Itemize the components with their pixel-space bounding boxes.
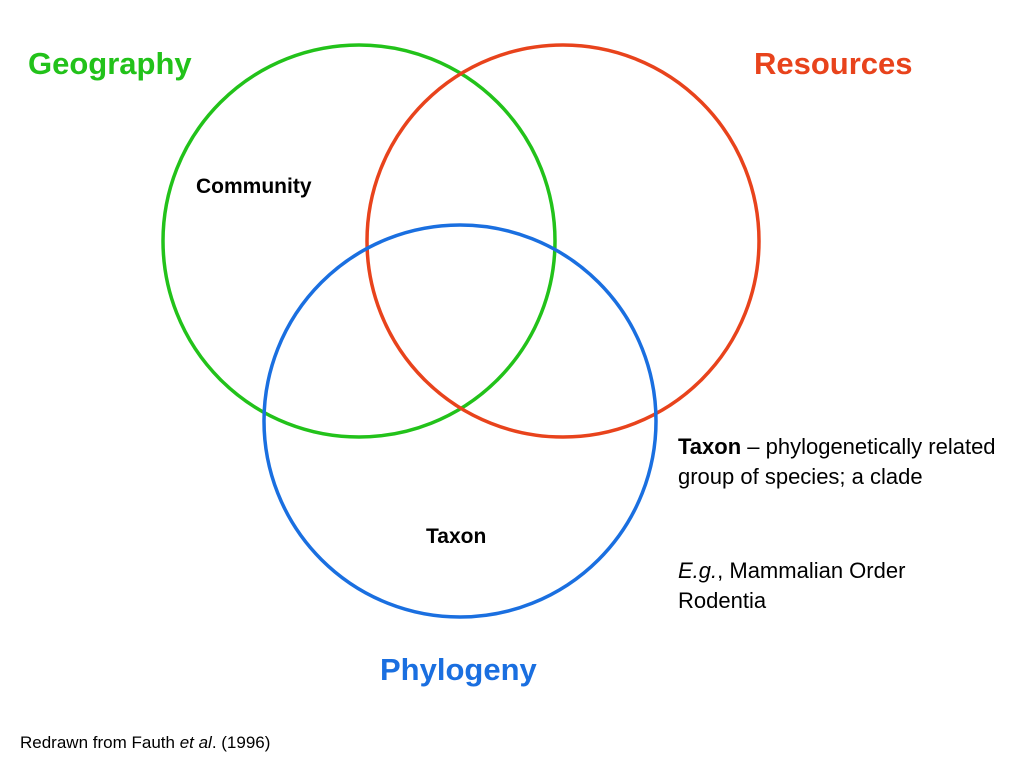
community-region-label: Community [196, 175, 312, 198]
citation-italic: et al [179, 733, 212, 752]
taxon-region-label: Taxon [426, 525, 487, 548]
phylogeny-circle [262, 223, 658, 619]
citation-suffix: . (1996) [211, 733, 271, 752]
example-text: E.g., Mammalian Order Rodentia [678, 556, 998, 616]
citation: Redrawn from Fauth et al. (1996) [20, 733, 270, 753]
definition-text: – phylogenetically related group of spec… [678, 434, 996, 489]
phylogeny-label: Phylogeny [380, 652, 537, 687]
geography-circle [161, 43, 557, 439]
example-prefix: E.g. [678, 558, 718, 583]
example-body: , Mammalian Order Rodentia [678, 558, 906, 613]
geography-label: Geography [28, 46, 192, 81]
taxon-definition: Taxon – phylogenetically related group o… [678, 432, 998, 492]
citation-prefix: Redrawn from Fauth [20, 733, 180, 752]
resources-label: Resources [754, 46, 913, 81]
definition-term: Taxon [678, 434, 742, 459]
resources-circle [365, 43, 761, 439]
